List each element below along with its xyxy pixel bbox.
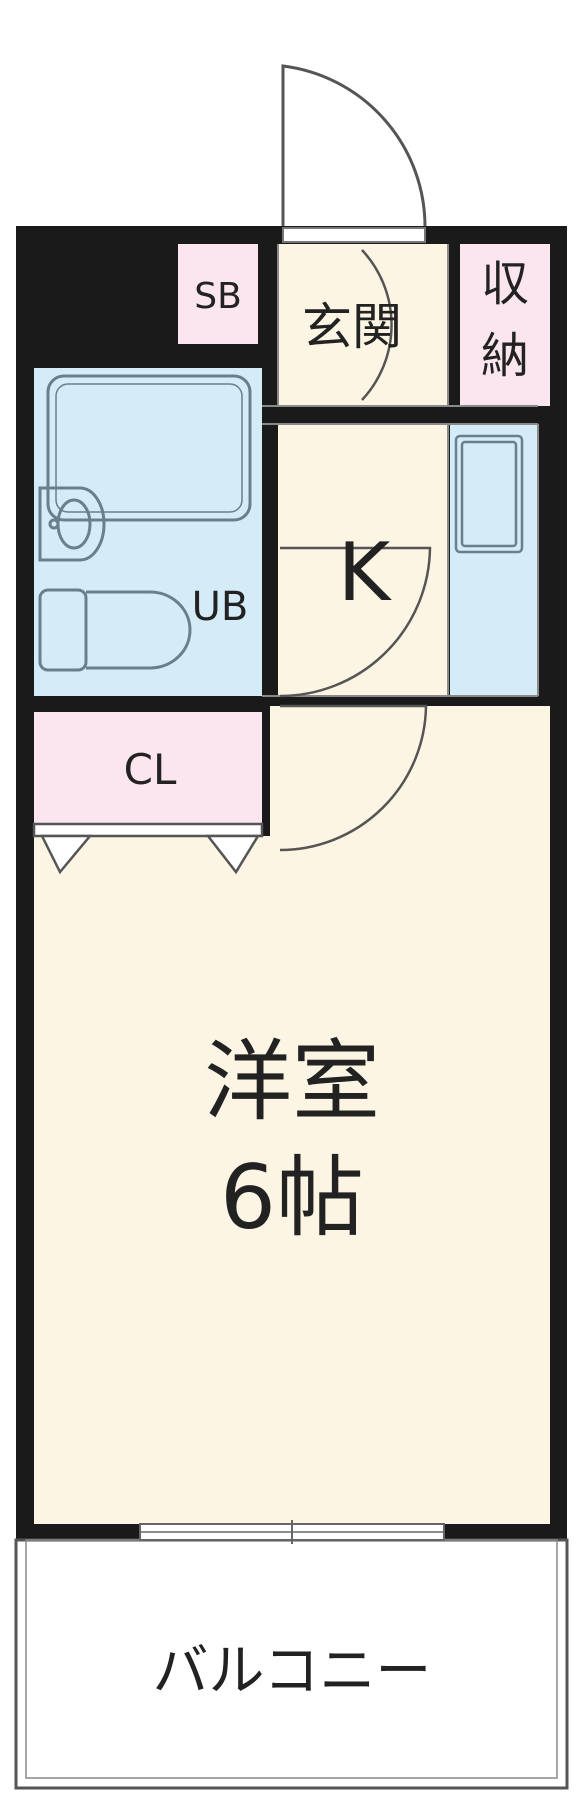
closet-area (34, 712, 262, 824)
entrance-floor (278, 244, 448, 406)
sb-area (178, 244, 258, 344)
toilet (38, 588, 192, 672)
label-storage-1: 収 (481, 256, 529, 312)
balcony (14, 1538, 569, 1790)
closet-doors (32, 822, 264, 875)
unit-bath-floor (34, 368, 262, 696)
label-unit-bath: UB (192, 584, 249, 630)
label-sb: SB (194, 276, 242, 317)
kitchen-sink (454, 434, 524, 554)
storage-area (460, 244, 550, 406)
label-entrance: 玄関 (302, 298, 402, 356)
label-western-room-size: 6帖 (220, 1146, 364, 1249)
wash-basin (38, 486, 106, 562)
balcony-window (139, 1520, 445, 1544)
interior-doors (279, 249, 432, 852)
bathtub-inner (55, 383, 243, 513)
partitions (262, 244, 539, 697)
label-storage-2: 納 (481, 328, 529, 384)
entrance-door (281, 64, 427, 229)
bathtub (46, 374, 252, 522)
pipe-shaft (16, 226, 178, 368)
label-kitchen: K (338, 526, 393, 619)
label-closet: CL (124, 745, 177, 794)
label-balcony: バルコニー (153, 1639, 432, 1704)
western-room-floor (34, 706, 550, 1524)
sink-area (450, 424, 538, 696)
label-western-room: 洋室 (204, 1030, 380, 1133)
entrance-sill (282, 227, 426, 243)
kitchen-floor (278, 424, 448, 696)
